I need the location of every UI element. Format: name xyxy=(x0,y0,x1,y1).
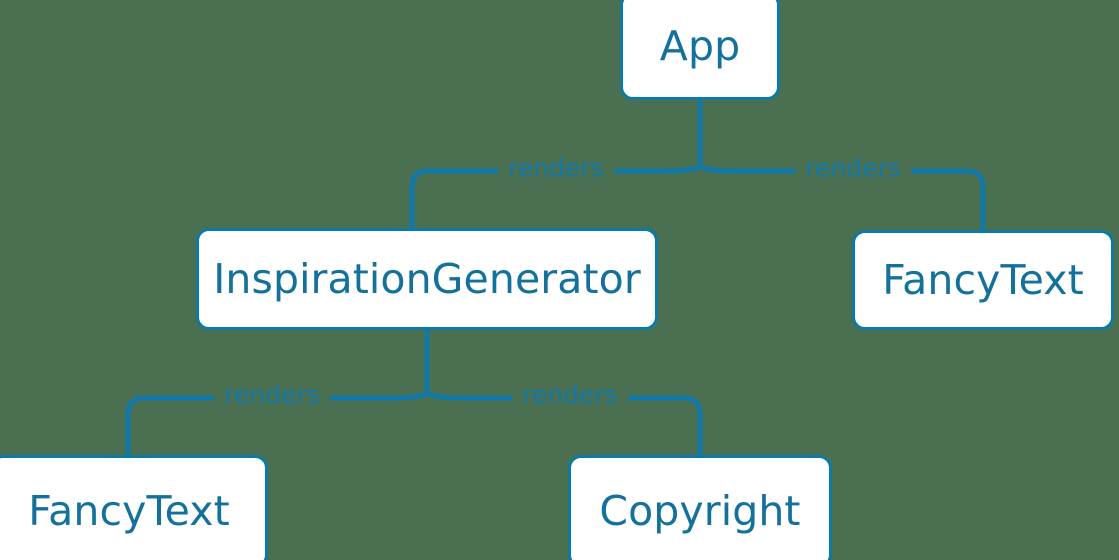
node-inspirationgenerator-label: InspirationGenerator xyxy=(213,254,641,303)
edge-inspirationgenerator-to-fancytext xyxy=(125,392,427,458)
node-fancytext-right[interactable]: FancyText xyxy=(852,230,1114,330)
node-fancytext-bottom-left[interactable]: FancyText xyxy=(0,455,268,560)
edge-label-inspirationgenerator-fancytext: renders xyxy=(214,382,330,408)
node-fancytext-bottom-left-label: FancyText xyxy=(28,487,230,535)
edge-label-app-inspirationgenerator: renders xyxy=(498,155,614,181)
edge-label-app-fancytext: renders xyxy=(795,155,911,181)
node-copyright-label: Copyright xyxy=(599,487,801,535)
edge-inspirationgenerator-to-copyright xyxy=(427,392,703,458)
node-inspirationgenerator[interactable]: InspirationGenerator xyxy=(196,228,658,330)
node-copyright[interactable]: Copyright xyxy=(568,455,832,560)
node-app-label: App xyxy=(659,21,741,70)
edge-app-to-inspirationgenerator xyxy=(409,165,700,231)
node-app[interactable]: App xyxy=(620,0,780,100)
edge-label-inspirationgenerator-copyright: renders xyxy=(512,382,628,408)
node-fancytext-right-label: FancyText xyxy=(882,255,1084,304)
edge-app-to-fancytext-right xyxy=(700,165,986,233)
